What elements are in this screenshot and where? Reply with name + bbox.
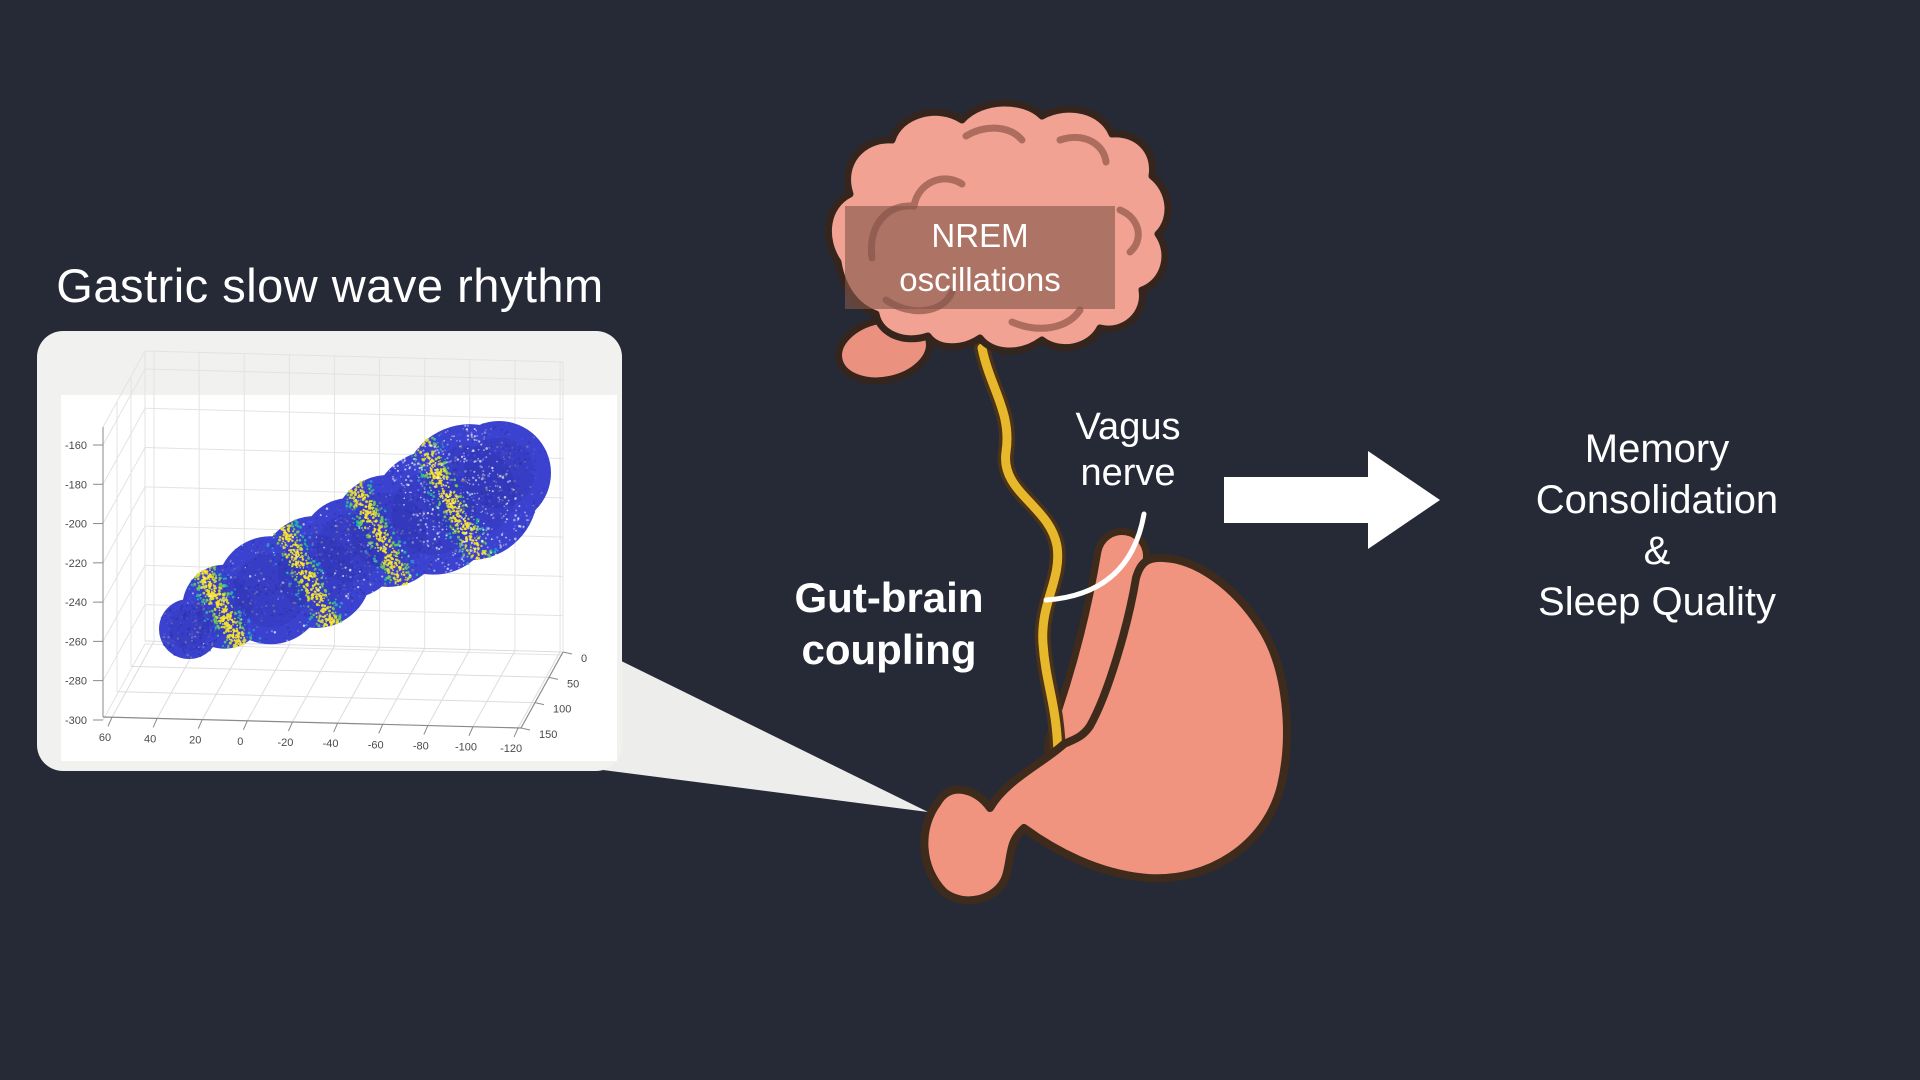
gut-brain-line2: coupling [801,626,977,673]
vagus-label-line1: Vagus [1075,406,1181,448]
outcome-line2: & [1643,529,1671,573]
gastric-plot-card: -160-180-200-220-240-260-280-3006040200-… [37,331,622,771]
gut-brain-line1: Gut-brain [794,574,984,621]
nrem-label-line1: NREM [931,216,1029,254]
vagus-label-line2: nerve [1080,452,1176,494]
esophagus [1044,528,1150,774]
page-title: Gastric slow wave rhythm [56,259,604,312]
cerebellum [835,315,933,385]
outcome-label: Memory Consolidation & Sleep Quality [1526,424,1789,628]
outcome-line1: Memory Consolidation [1535,427,1779,522]
flow-arrow [1224,451,1440,549]
callout-wedge [603,652,928,812]
nrem-label-line2: oscillations [899,260,1061,298]
vagus-nerve-label: Vagus nerve [1076,404,1181,496]
gut-brain-coupling-label: Gut-brain coupling [795,572,984,676]
gastric-point-cloud [37,331,622,771]
label-pointer-arc [1043,511,1147,603]
outcome-line3: Sleep Quality [1538,580,1776,624]
nrem-label: NREM oscillations [845,206,1115,309]
vagus-nerve-line [974,340,1066,764]
